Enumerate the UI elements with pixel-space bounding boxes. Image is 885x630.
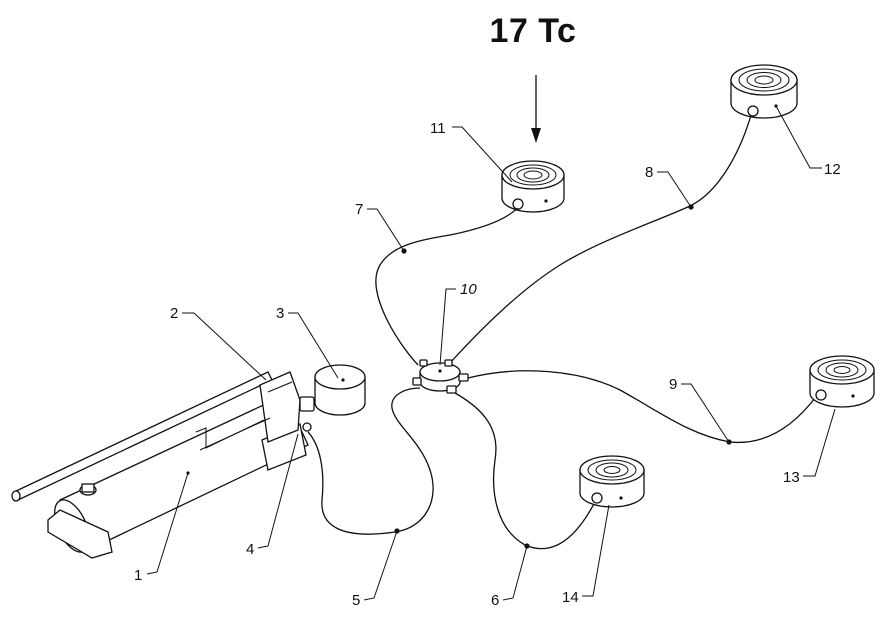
load-arrow [531, 75, 541, 143]
load-label: 17 Tc [489, 12, 577, 50]
callout-5: 5 [352, 592, 360, 609]
callout-9: 9 [669, 376, 677, 393]
hose-5 [307, 387, 434, 535]
callout-14: 14 [562, 589, 579, 606]
callout-2: 2 [170, 305, 178, 322]
manifold [412, 359, 469, 394]
callout-13: 13 [783, 469, 800, 486]
callout-6: 6 [491, 592, 499, 609]
callout-1: 1 [134, 567, 142, 584]
pressure-gauge [314, 364, 366, 416]
callout-labels: 1 2 3 4 5 6 7 8 9 10 11 12 13 14 [134, 120, 841, 609]
callout-8: 8 [645, 164, 653, 181]
hose-6 [454, 392, 597, 550]
hand-pump [11, 371, 315, 559]
cylinder-14 [579, 455, 645, 508]
callout-4: 4 [246, 541, 254, 558]
callout-3: 3 [276, 305, 284, 322]
hose-9 [467, 370, 816, 444]
cylinder-11 [501, 160, 565, 213]
hoses [298, 111, 816, 550]
callout-11: 11 [430, 120, 446, 137]
callout-12: 12 [824, 161, 841, 178]
hose-8 [449, 111, 753, 364]
cylinder-13 [809, 355, 875, 408]
hose-7 [375, 204, 521, 366]
callout-10: 10 [460, 281, 477, 298]
callout-7: 7 [355, 201, 363, 218]
cylinder-12 [730, 64, 798, 119]
leader-lines [146, 105, 836, 601]
